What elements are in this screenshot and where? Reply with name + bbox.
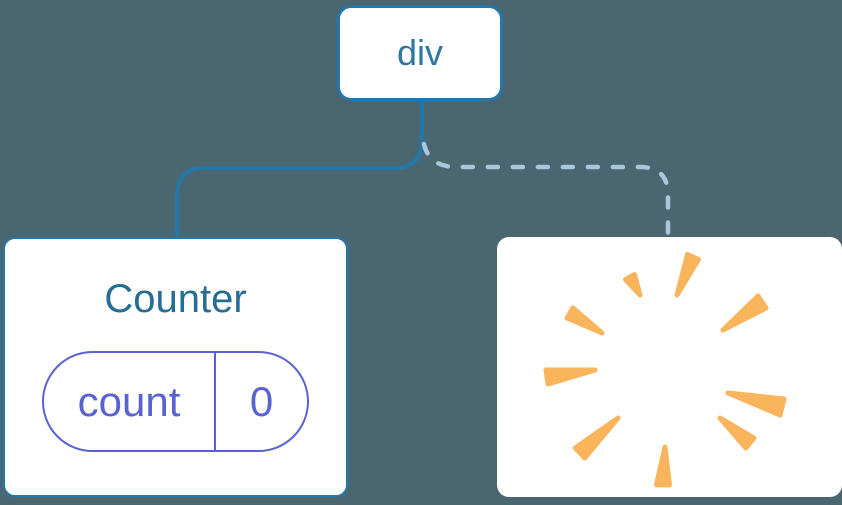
counter-title: Counter [104,277,247,321]
counter-card: Counter count 0 [3,237,348,497]
poof-card [497,237,842,497]
state-pill: count 0 [42,351,309,452]
root-node-div: div [337,5,503,101]
edge-dashed-to-poof [421,141,671,241]
poof-ray [654,444,672,488]
poof-ray [572,415,621,461]
poof-ray [725,390,787,418]
state-pill-name: count [44,353,216,450]
poof-ray [674,252,701,298]
poof-ray [564,305,605,336]
poof-ray [717,415,757,451]
root-node-label: div [396,32,444,73]
poof-starburst-icon [543,252,787,488]
state-pill-value: 0 [249,377,274,425]
poof-ray [720,293,769,333]
poof-ray [623,272,643,298]
poof-ray [543,367,598,387]
edge-solid-to-counter [175,99,424,240]
